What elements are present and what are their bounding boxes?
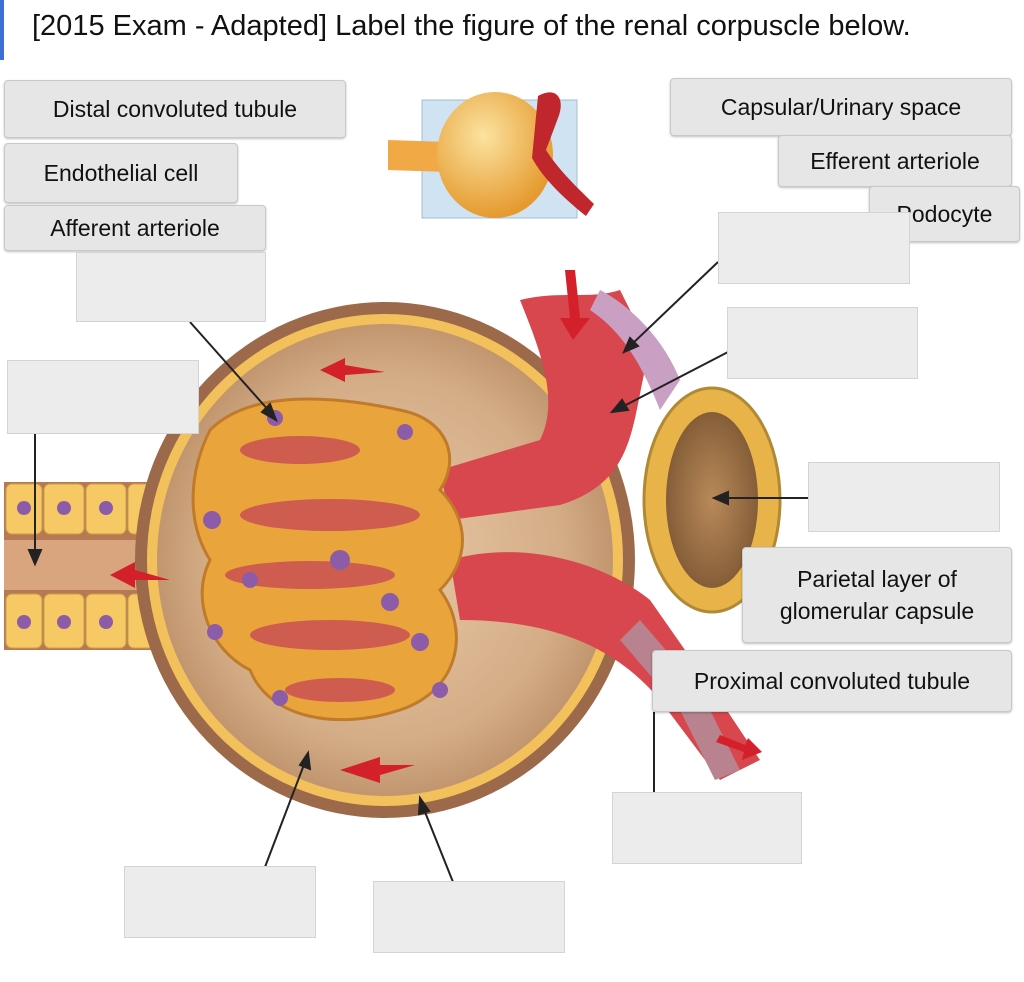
question-title: [2015 Exam - Adapted] Label the figure o… bbox=[32, 10, 911, 42]
leader-lines bbox=[27, 261, 808, 883]
label-capsular-urinary-space[interactable]: Capsular/Urinary space bbox=[670, 78, 1012, 136]
drop-zone[interactable] bbox=[808, 462, 1000, 532]
drop-zone[interactable] bbox=[727, 307, 918, 379]
label-efferent-arteriole[interactable]: Efferent arteriole bbox=[778, 135, 1012, 187]
left-accent-bar bbox=[0, 0, 4, 60]
label-proximal-convoluted-tubule[interactable]: Proximal convoluted tubule bbox=[652, 650, 1012, 712]
label-afferent-arteriole[interactable]: Afferent arteriole bbox=[4, 205, 266, 251]
arterioles bbox=[440, 290, 760, 780]
drop-zone[interactable] bbox=[124, 866, 316, 938]
label-parietal-layer[interactable]: Parietal layer of glomerular capsule bbox=[742, 547, 1012, 643]
drop-zone[interactable] bbox=[7, 360, 199, 434]
drop-zone[interactable] bbox=[76, 252, 266, 322]
drop-zone[interactable] bbox=[718, 212, 910, 284]
label-distal-convoluted-tubule[interactable]: Distal convoluted tubule bbox=[4, 80, 346, 138]
drop-zone[interactable] bbox=[612, 792, 802, 864]
label-endothelial-cell[interactable]: Endothelial cell bbox=[4, 143, 238, 203]
inset-thumbnail bbox=[388, 92, 594, 219]
drop-zone[interactable] bbox=[373, 881, 565, 953]
flow-arrows bbox=[110, 270, 762, 783]
